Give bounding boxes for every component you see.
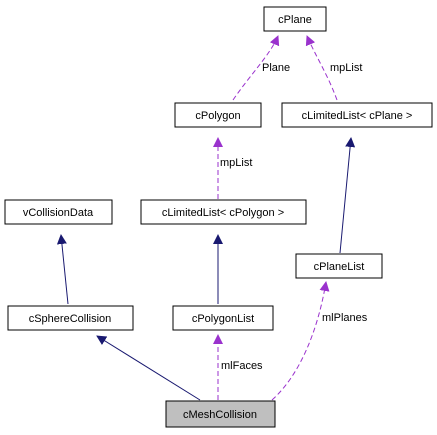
edge-polygon-uses-plane: Plane (232, 35, 290, 101)
edge-meshcollision-uses-planelist: mlPlanes (271, 281, 368, 401)
node-cspherecollision[interactable]: cSphereCollision (7, 305, 134, 331)
node-vcollisiondata[interactable]: vCollisionData (4, 199, 113, 225)
edge-limitedlist-plane-uses-plane: mpList (305, 35, 362, 101)
edge-meshcollision-uses-polygonlist: mlFaces (213, 334, 263, 400)
node-cpolygon[interactable]: cPolygon (174, 102, 262, 128)
edge-spherecollision-inherits-vcollisiondata (56, 234, 69, 305)
node-climitedlist-cplane[interactable]: cLimitedList< cPlane > (281, 102, 433, 128)
edge-label-mlplanes: mlPlanes (322, 312, 368, 324)
svg-text:cPlane: cPlane (278, 14, 312, 26)
edge-planelist-inherits-limitedlist-plane (339, 137, 356, 254)
edge-label-plane: Plane (262, 62, 290, 74)
svg-text:cSphereCollision: cSphereCollision (29, 313, 112, 325)
node-cplane[interactable]: cPlane (263, 6, 327, 32)
svg-text:cLimitedList< cPolygon >: cLimitedList< cPolygon > (162, 207, 284, 219)
svg-text:cPolygonList: cPolygonList (192, 313, 254, 325)
edge-meshcollision-inherits-spherecollision (96, 335, 201, 401)
node-cplanelist[interactable]: cPlaneList (295, 253, 383, 279)
svg-text:cLimitedList< cPlane >: cLimitedList< cPlane > (302, 110, 413, 122)
svg-text:vCollisionData: vCollisionData (23, 207, 94, 219)
edge-limitedlist-polygon-uses-polygon: mpList (213, 137, 252, 199)
edge-label-mplist-polygon: mpList (220, 157, 252, 169)
svg-text:cPlaneList: cPlaneList (314, 261, 365, 273)
svg-text:cMeshCollision: cMeshCollision (183, 409, 257, 421)
node-climitedlist-cpolygon[interactable]: cLimitedList< cPolygon > (140, 199, 307, 225)
svg-text:cPolygon: cPolygon (195, 110, 240, 122)
edge-label-mplist-plane: mpList (330, 62, 362, 74)
node-cpolygonlist[interactable]: cPolygonList (172, 305, 274, 331)
edge-label-mlfaces: mlFaces (221, 360, 263, 372)
node-cmeshcollision[interactable]: cMeshCollision (165, 400, 276, 428)
